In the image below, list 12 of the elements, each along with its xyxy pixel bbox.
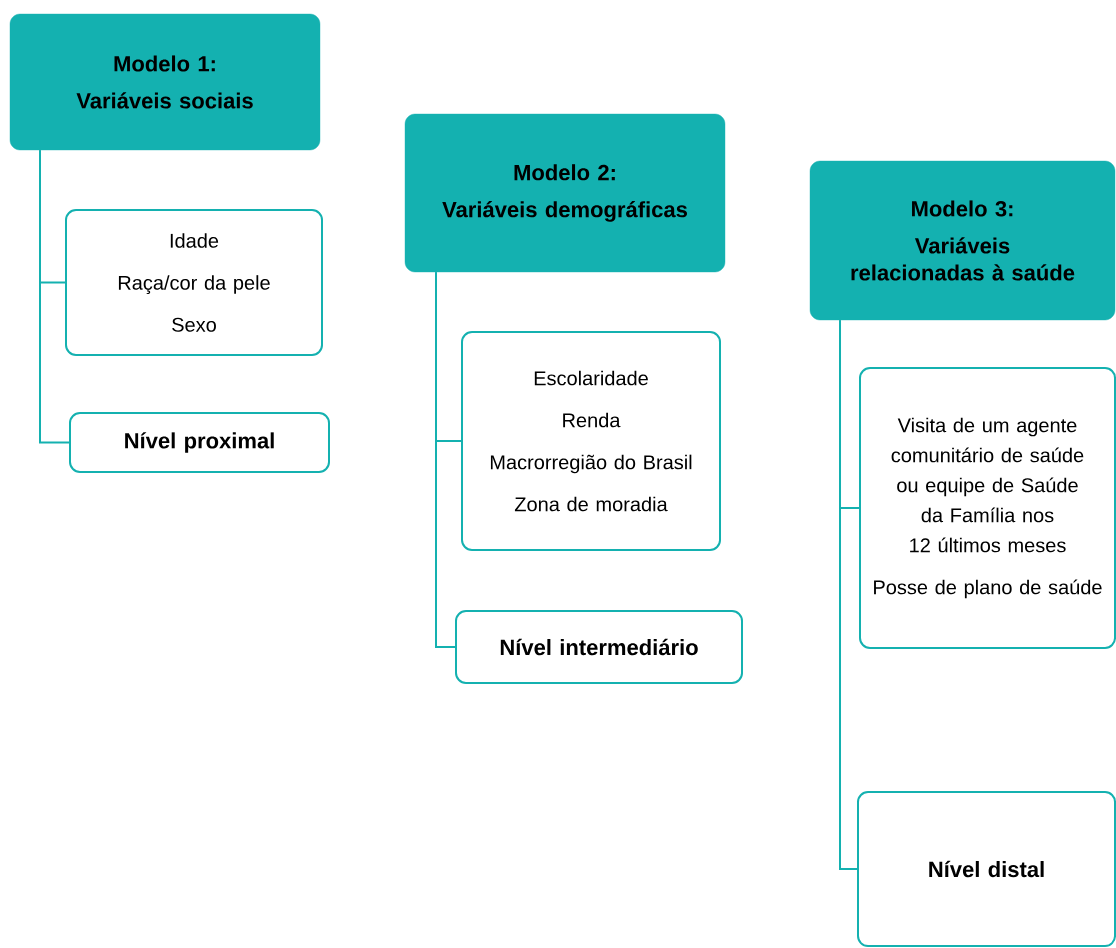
- header-box: Modelo 1: Variáveis sociais: [9, 13, 321, 151]
- level-box: Nível distal: [857, 791, 1116, 947]
- level-box: Nível intermediário: [455, 610, 743, 684]
- level-box: Nível proximal: [69, 412, 330, 473]
- connector-line: [839, 319, 858, 870]
- list-box: Idade Raça/cor da pele Sexo: [65, 209, 323, 356]
- header-box: Modelo 2: Variáveis demográficas: [404, 113, 726, 273]
- header-box: Modelo 3: Variáveis relacionadas à saúde: [809, 160, 1116, 321]
- connector-line: [435, 271, 456, 648]
- connector-line: [39, 149, 70, 444]
- list-box: Visita de um agente comunitário de saúde ou equipe de Saúde da Família nos 12 últimos meses Posse de plano de saúde: [859, 367, 1116, 649]
- list-box: Escolaridade Renda Macrorregião do Brasil Zona de moradia: [461, 331, 721, 551]
